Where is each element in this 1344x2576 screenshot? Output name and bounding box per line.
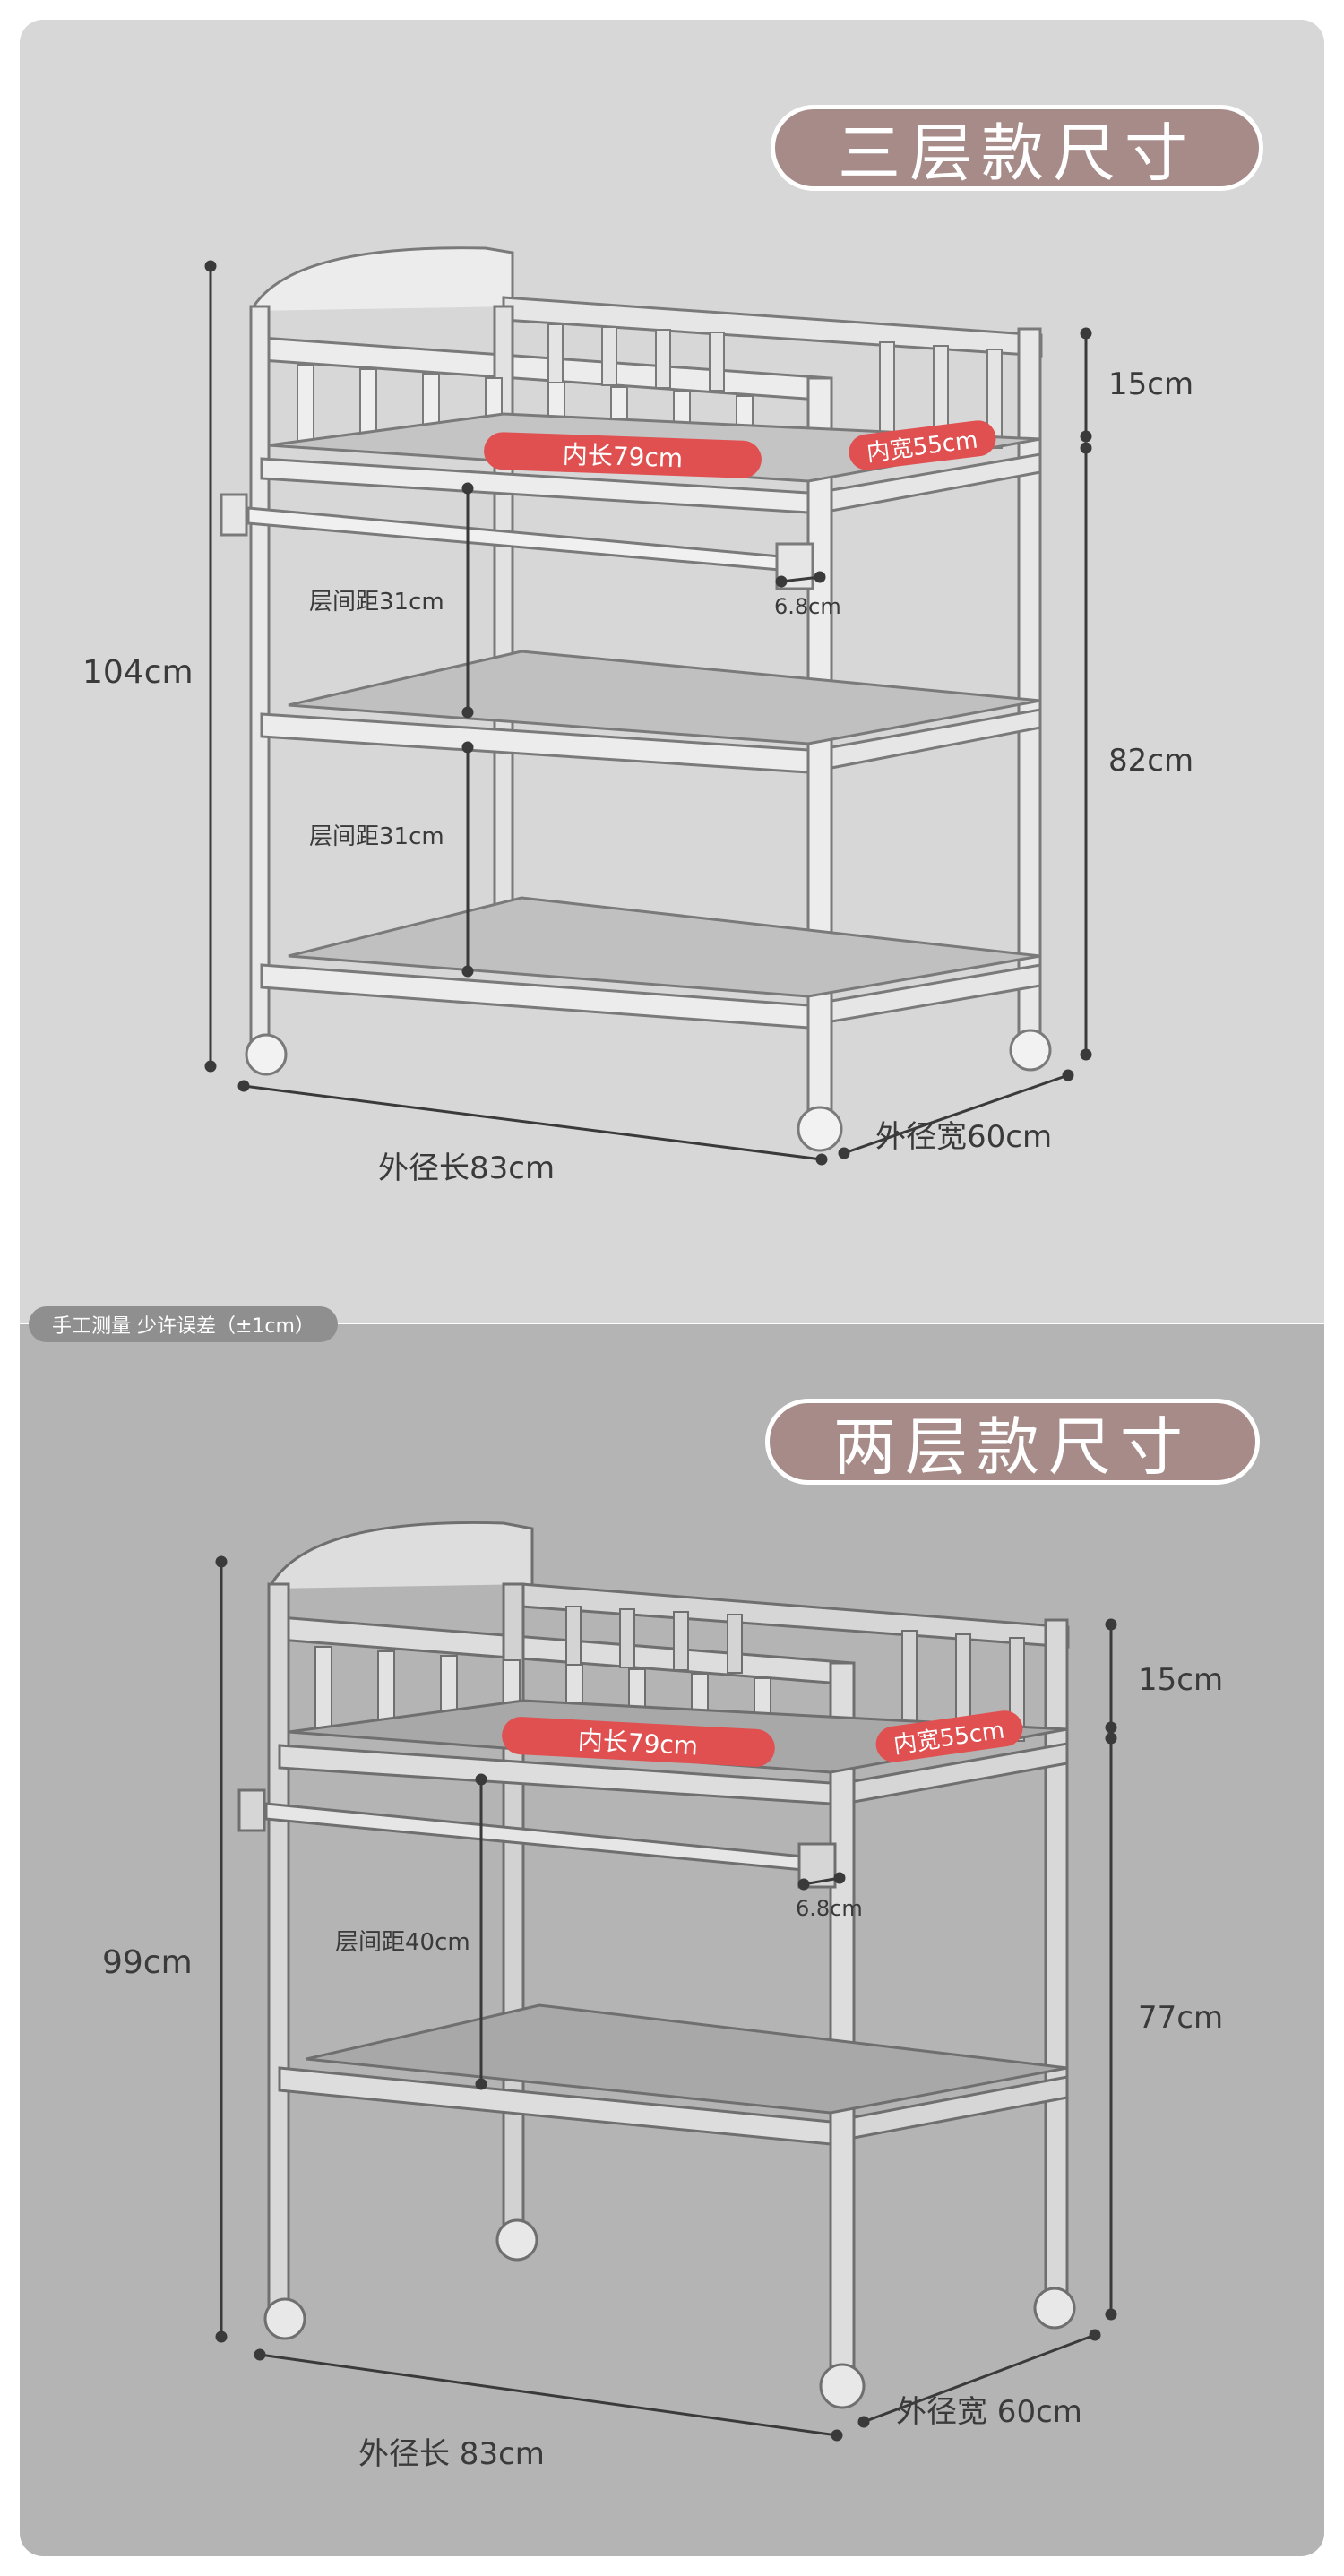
lower-height-label: 82cm <box>1108 743 1193 779</box>
outer-length-label-2: 外径长 83cm <box>358 2436 545 2472</box>
rod-gap-label-2: 6.8cm <box>796 1896 863 1921</box>
shelf-gap-label-2: 层间距31cm <box>309 823 444 850</box>
rod-gap-label: 6.8cm <box>774 594 841 619</box>
outer-width-label-2: 外径宽 60cm <box>896 2394 1082 2430</box>
shelf-gap-label-1: 层间距31cm <box>309 589 444 616</box>
measurement-note: 手工测量 少许误差（±1cm） <box>29 1306 338 1342</box>
two-tier-title: 两层款尺寸 <box>765 1399 1260 1485</box>
lower-height-label-2: 77cm <box>1138 2000 1223 2036</box>
total-height-label-2: 99cm <box>102 1944 193 1981</box>
shelf-gap-label: 层间距40cm <box>335 1929 470 1956</box>
two-tier-card: 两层款尺寸 <box>20 1324 1324 2556</box>
svg-text:内长79cm: 内长79cm <box>577 1726 699 1762</box>
outer-width-label: 外径宽60cm <box>875 1119 1052 1155</box>
inner-length-label: 内长79cm <box>484 432 762 478</box>
svg-text:内长79cm: 内长79cm <box>562 440 683 474</box>
three-tier-card: 三层款尺寸 <box>20 20 1324 1323</box>
outer-length-label: 外径长83cm <box>378 1150 555 1186</box>
two-tier-diagram: 内长79cm 内宽55cm 99cm 15cm 77cm 层间距40cm 6.8… <box>102 1521 1223 2472</box>
three-tier-title: 三层款尺寸 <box>771 105 1263 191</box>
total-height-label: 104cm <box>82 654 194 691</box>
inner-width-label: 内宽55cm <box>849 420 996 470</box>
inner-length-label-2: 内长79cm <box>502 1717 775 1767</box>
top-rail-height-label: 15cm <box>1108 366 1193 402</box>
three-tier-diagram: 内长79cm 内宽55cm 104cm 15cm 82cm 层间距31cm 层间… <box>82 246 1193 1186</box>
top-rail-height-label-2: 15cm <box>1138 1662 1223 1698</box>
